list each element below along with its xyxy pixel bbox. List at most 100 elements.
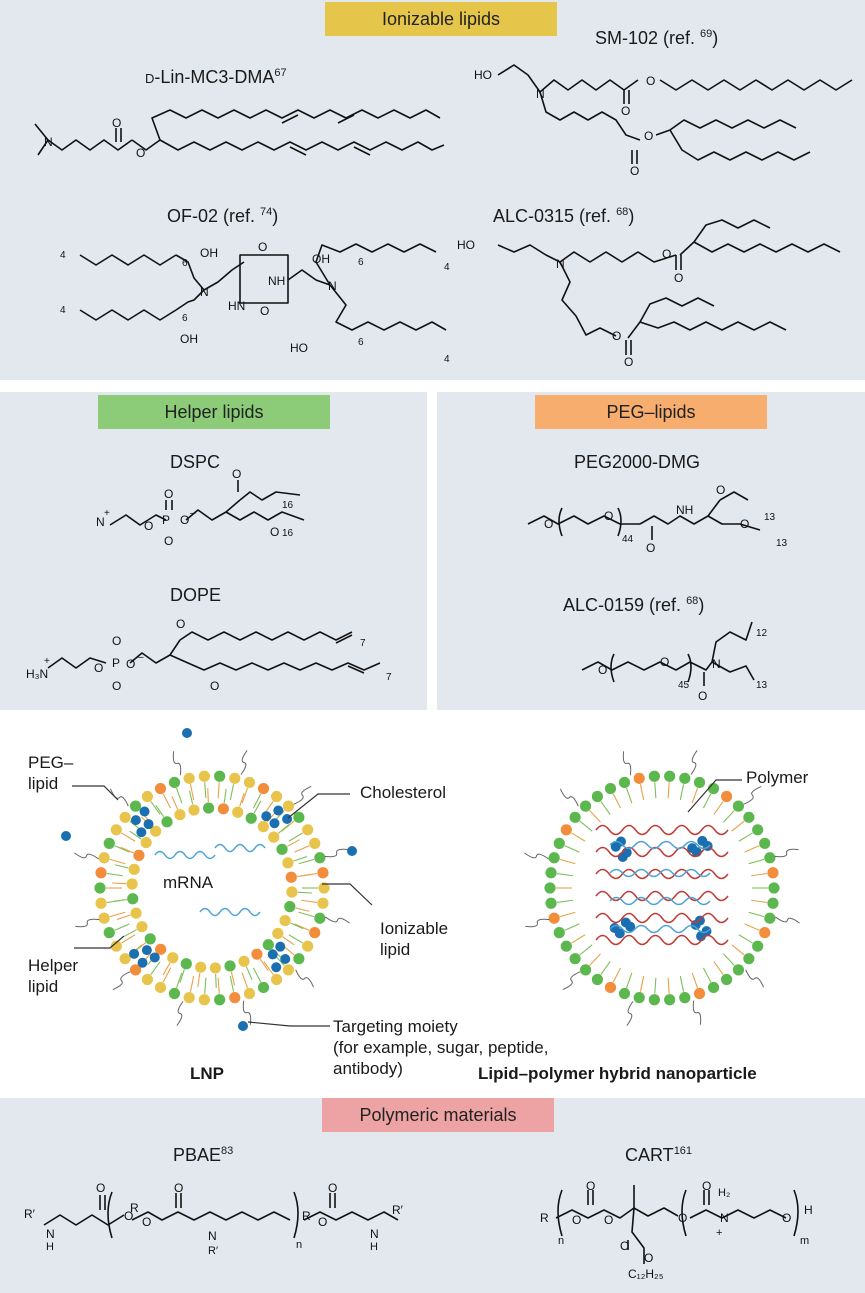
- lipid-head: [553, 927, 565, 939]
- targeting-moiety: [238, 1021, 248, 1031]
- lipid-tail: [294, 923, 310, 931]
- cart-h-end: H: [804, 1203, 813, 1217]
- lipid-head: [168, 987, 181, 1000]
- lipid-head: [553, 837, 565, 849]
- lipid-tail: [564, 923, 580, 931]
- cholesterol: [141, 945, 152, 956]
- peg-chain: [626, 1001, 634, 1026]
- peg-lipids-panel: [437, 392, 865, 710]
- peg-chain: [559, 788, 579, 807]
- lipid-tail: [121, 934, 136, 944]
- lipid-head: [214, 994, 226, 1006]
- lipid-tail: [162, 962, 171, 976]
- lipid-tail: [263, 961, 274, 975]
- lipid-tail: [175, 972, 183, 989]
- strand: [154, 850, 216, 860]
- lipid-tail: [691, 787, 699, 804]
- lipid-tail: [179, 969, 185, 983]
- lipid-head: [752, 940, 764, 952]
- peg-chain: [774, 848, 799, 858]
- lipid-tail: [691, 972, 699, 989]
- lipid-tail: [109, 858, 126, 865]
- pbae-repeat: [131, 1211, 291, 1221]
- alc0159-sub-c: 13: [756, 680, 768, 691]
- strand: [609, 840, 711, 850]
- of02-n-left: N: [200, 285, 209, 299]
- alc0315-o4: O: [624, 355, 633, 369]
- lipid-tail: [293, 856, 308, 862]
- lipid-head: [272, 927, 284, 940]
- alc0315-n: N: [556, 257, 565, 271]
- sm102-o1: O: [621, 104, 630, 118]
- alc0159-label: ALC-0159 (ref. 68): [563, 595, 705, 615]
- lipid-head: [633, 772, 645, 784]
- lipid-head: [679, 772, 691, 784]
- lipid-tail: [241, 972, 249, 989]
- lipid-head: [293, 953, 305, 965]
- lipid-head: [282, 964, 295, 976]
- cholesterol-label: Cholesterol: [360, 783, 446, 802]
- lipid-head: [284, 901, 296, 913]
- peg2000-sub-c: 13: [776, 538, 788, 549]
- lipid-head: [119, 811, 131, 823]
- peg-chain: [325, 916, 350, 924]
- dope-o1: O: [94, 661, 103, 675]
- cholesterol: [620, 917, 631, 928]
- targeting-moiety: [61, 831, 71, 841]
- lipid-head: [245, 812, 257, 824]
- lipid-head: [544, 882, 556, 894]
- peg-chain: [112, 971, 131, 991]
- lipid-tail: [114, 845, 130, 853]
- lipid-head: [279, 914, 291, 927]
- lipid-tail: [252, 967, 262, 983]
- of02-ho-right-bottom: HO: [290, 341, 308, 355]
- cholesterol: [280, 954, 291, 965]
- of02-link-a: [175, 254, 205, 291]
- cart-quaternary: [633, 1207, 679, 1217]
- lipid-head: [732, 800, 745, 812]
- lipid-head: [95, 867, 107, 879]
- lipid-head: [314, 912, 326, 924]
- lipid-head: [569, 953, 581, 965]
- lipid-tail: [278, 823, 290, 834]
- peg-chain: [74, 852, 99, 860]
- lipid-head: [257, 782, 270, 795]
- cholesterol: [139, 806, 150, 817]
- peg-chain: [295, 969, 315, 988]
- lipid-tail: [731, 944, 745, 956]
- cart-o5: O: [644, 1251, 653, 1265]
- lipid-tail: [217, 977, 220, 994]
- lipid-tail: [294, 845, 310, 853]
- of02-sub-f: 4: [444, 262, 450, 273]
- peg-chain: [690, 750, 698, 775]
- lipid-head: [126, 878, 138, 890]
- peg-chain: [324, 848, 349, 858]
- lipid-tail: [204, 782, 207, 799]
- lipid-tail: [639, 784, 645, 800]
- helper-lipids-badge: Helper lipids: [98, 395, 330, 429]
- of02-ring: [239, 254, 289, 304]
- lipid-tail: [738, 832, 753, 842]
- lipid-tail: [215, 973, 217, 988]
- of02-n-right: N: [328, 279, 337, 293]
- lipid-head: [545, 867, 557, 879]
- lipid-tail: [612, 967, 622, 983]
- lipid-tail: [571, 832, 586, 842]
- lipid-head: [217, 803, 229, 815]
- strand: [595, 934, 729, 946]
- lipid-tail: [229, 976, 235, 992]
- lipid-tail: [106, 873, 123, 877]
- of02-right-chain: [287, 269, 331, 286]
- pbae-r-mid: R′: [208, 1245, 218, 1257]
- sm102-branch-b: [669, 129, 811, 161]
- helper-callout: [74, 935, 125, 949]
- lipid-head: [707, 981, 720, 994]
- cart-o4: O: [620, 1239, 629, 1253]
- lipid-head: [309, 837, 321, 849]
- lipid-tail: [748, 911, 765, 918]
- dspc-sub-a: 16: [282, 500, 294, 511]
- lipid-head: [257, 821, 269, 833]
- peg2000-sub: 44: [622, 534, 634, 545]
- lipid-head: [98, 912, 110, 924]
- lipid-head: [743, 811, 755, 823]
